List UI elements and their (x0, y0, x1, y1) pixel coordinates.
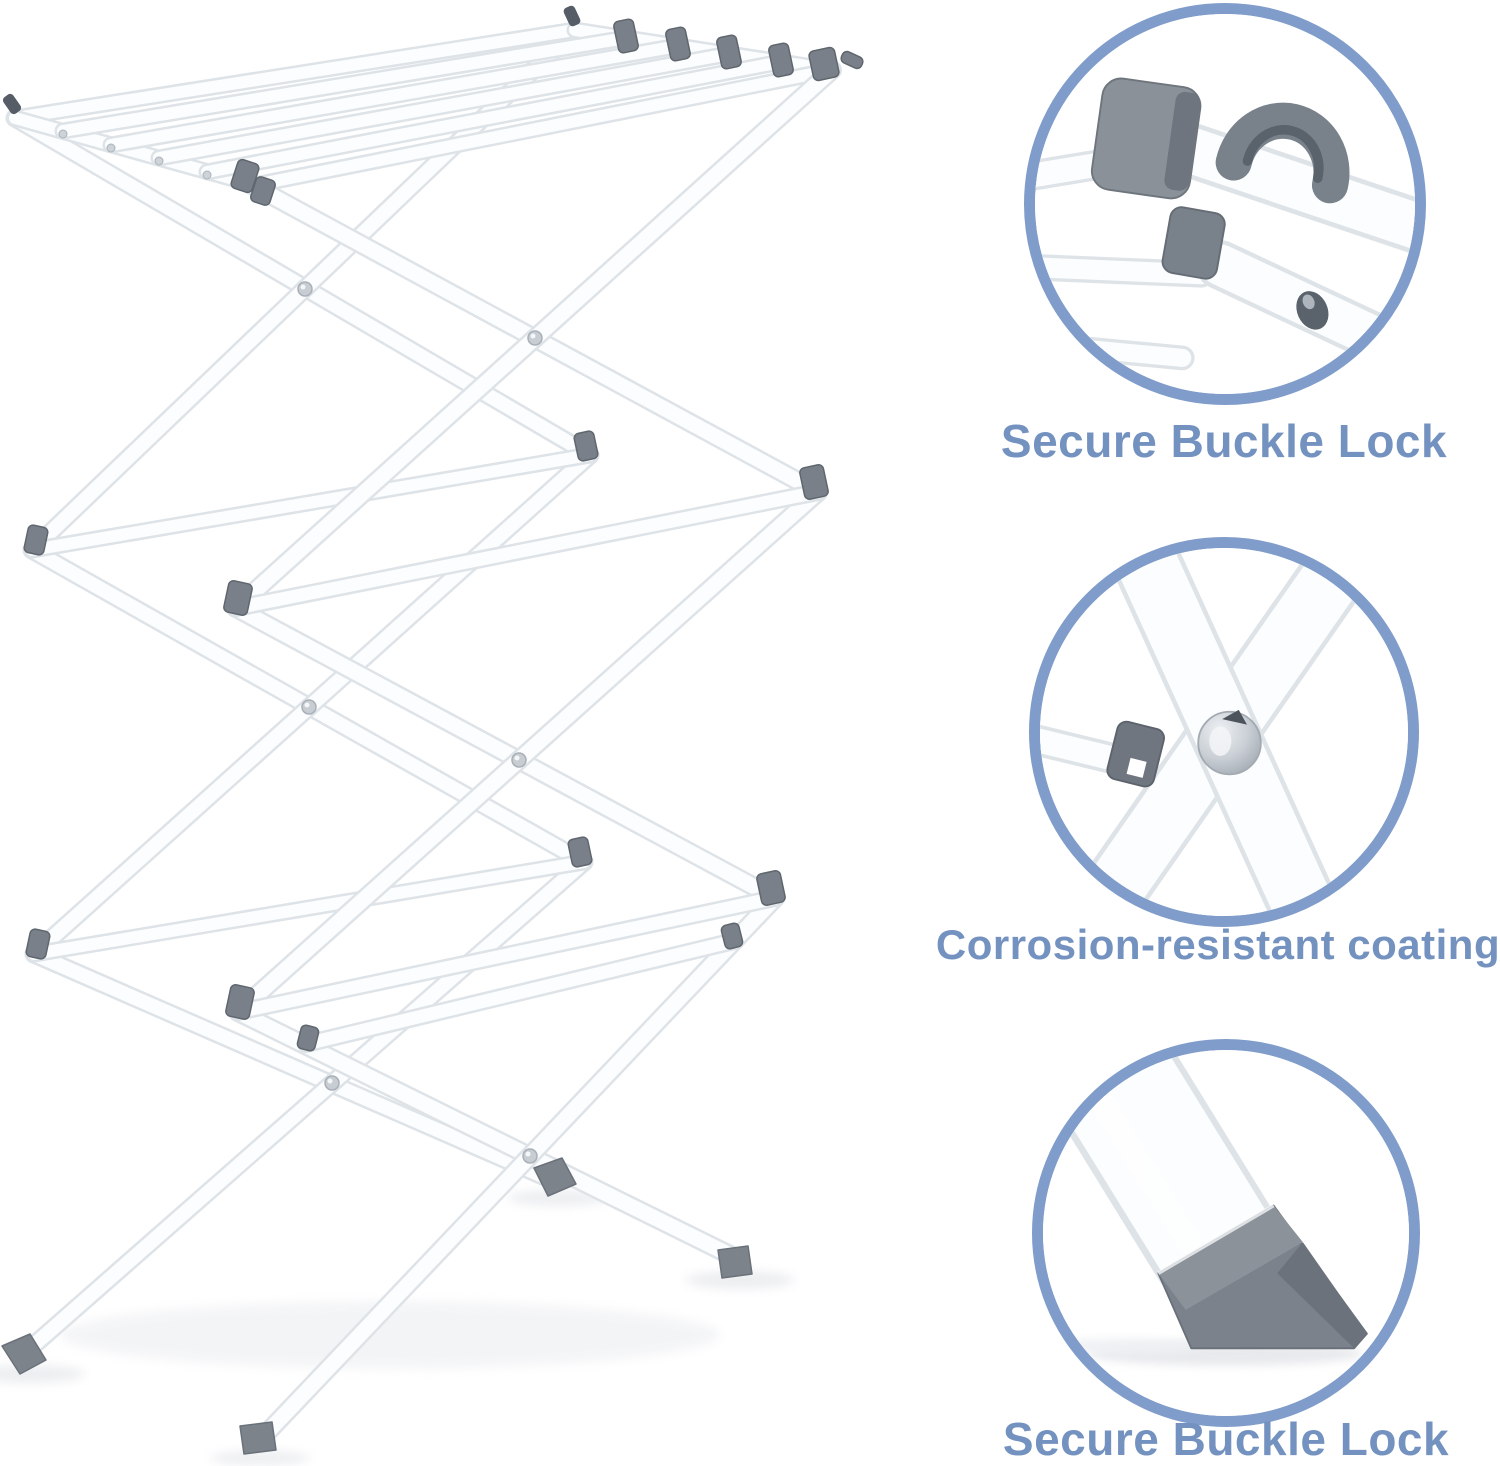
crossed-bars-icon (1040, 548, 1408, 916)
detail-circle (1032, 1039, 1420, 1427)
rack-drawing (0, 5, 864, 1465)
callout-label-middle: Corrosion-resistant coating (935, 921, 1500, 968)
callout-secure-buckle-lock-top (1024, 3, 1426, 405)
callout-corrosion-resistant-coating (1029, 537, 1419, 927)
buckle-lock-icon (1035, 14, 1415, 394)
callout-label-top: Secure Buckle Lock (1000, 415, 1448, 467)
detail-circle (1029, 537, 1419, 927)
callout-secure-buckle-lock-bottom (1032, 1039, 1420, 1427)
foot-cap-icon (1043, 1050, 1409, 1416)
detail-circle (1024, 3, 1426, 405)
callout-label-bottom: Secure Buckle Lock (1002, 1413, 1450, 1465)
drying-rack-illustration (0, 5, 864, 1465)
